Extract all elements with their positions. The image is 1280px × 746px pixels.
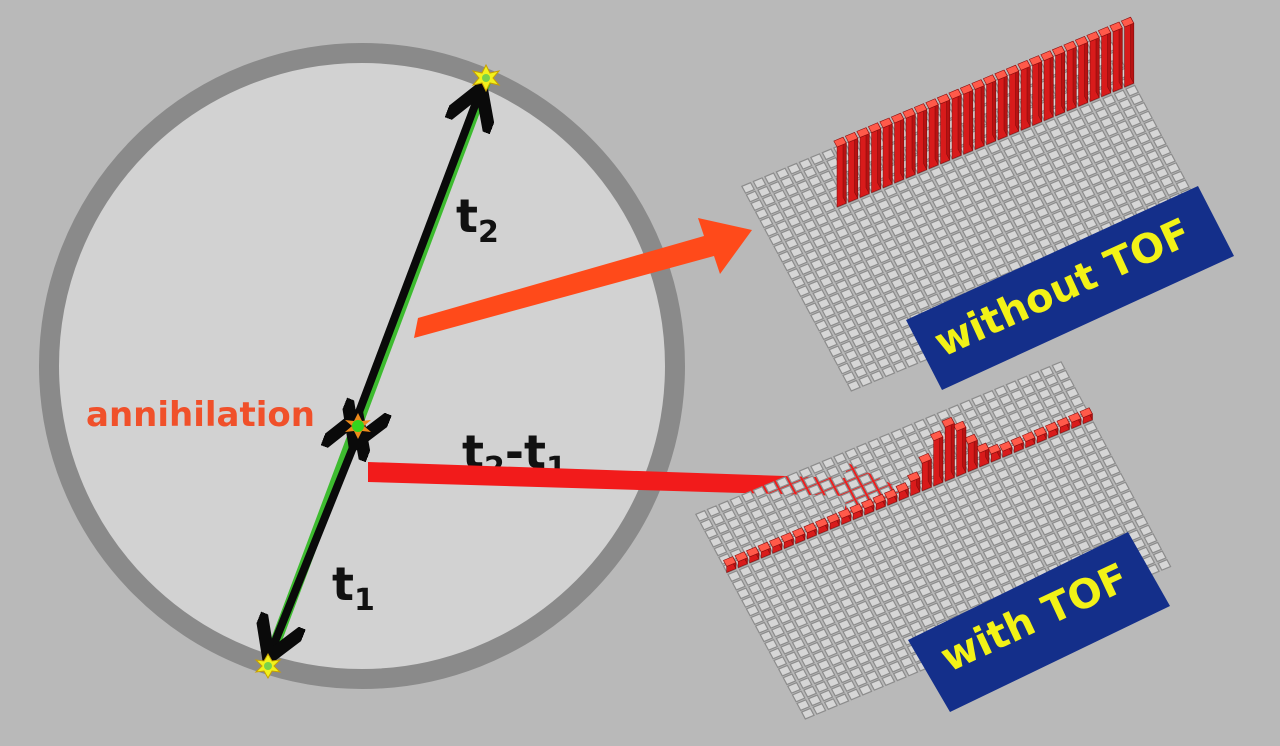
t2-label: t2 [456, 189, 499, 250]
annihilation-label: annihilation [86, 395, 315, 435]
photon-arrow-up [356, 92, 480, 420]
detector-grid [694, 361, 1172, 720]
histogram-bars [723, 407, 1093, 573]
detector-hit-icon [254, 652, 282, 680]
t1-label: t1 [332, 557, 375, 618]
detector-hit-icon [471, 63, 501, 93]
detector-ring [39, 43, 685, 689]
with-tof-panel [694, 361, 1172, 720]
arrow-icon [414, 218, 752, 338]
histogram-bars [833, 16, 1135, 208]
photon-arrow-down [270, 440, 356, 654]
arrow-icon [368, 462, 904, 518]
annihilation-burst-icon [345, 413, 371, 439]
